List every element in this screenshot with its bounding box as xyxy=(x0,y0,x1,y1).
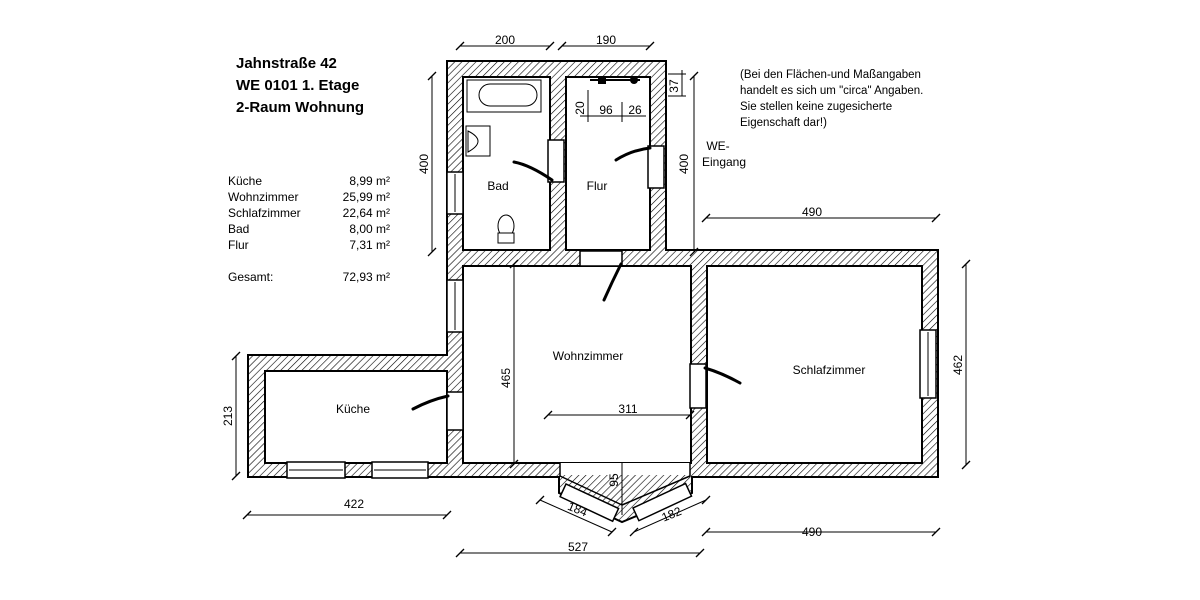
wardrobe-icon xyxy=(590,76,640,84)
dim-bad-height: 400 xyxy=(417,154,431,174)
dim-schlaf-height: 462 xyxy=(951,355,965,375)
dim-flur-26: 26 xyxy=(628,103,642,117)
area-name: Flur xyxy=(228,238,249,252)
entrance-door xyxy=(647,145,665,189)
dim-kueche-width: 422 xyxy=(344,497,364,511)
room-label-kueche: Küche xyxy=(336,402,370,416)
room-label-wohnzimmer: Wohnzimmer xyxy=(553,349,623,363)
area-value: 25,99 m² xyxy=(343,190,390,204)
total-label: Gesamt: xyxy=(228,270,273,284)
dim-top-offset: 37 xyxy=(667,79,681,93)
room-label-flur: Flur xyxy=(587,179,608,193)
dim-wohn-height: 465 xyxy=(499,368,513,388)
note-line: (Bei den Flächen-und Maßangaben xyxy=(740,69,921,81)
area-value: 8,00 m² xyxy=(349,222,390,236)
area-name: Wohnzimmer xyxy=(228,190,298,204)
dim-flur-width: 190 xyxy=(596,33,616,47)
windows xyxy=(286,171,937,523)
dim-wohn-width: 311 xyxy=(618,402,637,416)
bathtub-icon xyxy=(466,79,542,113)
area-table: Küche 8,99 m² Wohnzimmer 25,99 m² Schlaf… xyxy=(228,174,390,284)
dim-bay-depth: 95 xyxy=(607,473,621,487)
note-line: handelt es sich um "circa" Angaben. xyxy=(740,85,923,97)
title-unit: WE 0101 1. Etage xyxy=(236,77,359,94)
area-name: Schlafzimmer xyxy=(228,206,301,220)
entrance-label-1: WE- xyxy=(706,139,729,153)
sink-icon xyxy=(465,125,491,157)
room-label-schlafzimmer: Schlafzimmer xyxy=(793,363,866,377)
entrance-label-2: Eingang xyxy=(702,155,746,169)
flur-wohn-door xyxy=(579,250,623,267)
title-type: 2-Raum Wohnung xyxy=(236,99,364,116)
kueche-door xyxy=(446,391,464,431)
dim-flur-height: 400 xyxy=(677,154,691,174)
note-line: Sie stellen keine zugesicherte xyxy=(740,101,892,113)
title-address: Jahnstraße 42 xyxy=(236,55,337,72)
dim-schlaf-bottom: 490 xyxy=(802,525,822,539)
area-value: 8,99 m² xyxy=(349,174,390,188)
dimension-lines xyxy=(231,41,971,558)
doors xyxy=(411,139,742,431)
area-name: Bad xyxy=(228,222,249,236)
area-value: 7,31 m² xyxy=(349,238,390,252)
disclaimer-note: (Bei den Flächen-und Maßangaben handelt … xyxy=(740,69,923,129)
dim-bottom-total: 527 xyxy=(568,540,588,554)
dim-kueche-height: 213 xyxy=(221,406,235,426)
area-name: Küche xyxy=(228,174,262,188)
note-line: Eigenschaft dar!) xyxy=(740,117,827,129)
area-value: 22,64 m² xyxy=(343,206,390,220)
toilet-icon xyxy=(497,214,515,244)
schlaf-door xyxy=(689,363,707,409)
dim-flur-96: 96 xyxy=(599,103,613,117)
dim-schlaf-top: 490 xyxy=(802,205,822,219)
dim-flur-20: 20 xyxy=(573,101,587,115)
dim-bad-width: 200 xyxy=(495,33,515,47)
bad-door xyxy=(547,139,565,183)
bay-window-right xyxy=(632,482,693,522)
bay-window-left xyxy=(559,483,620,523)
total-value: 72,93 m² xyxy=(343,270,390,284)
outer-walls xyxy=(247,60,939,524)
room-label-bad: Bad xyxy=(487,179,508,193)
